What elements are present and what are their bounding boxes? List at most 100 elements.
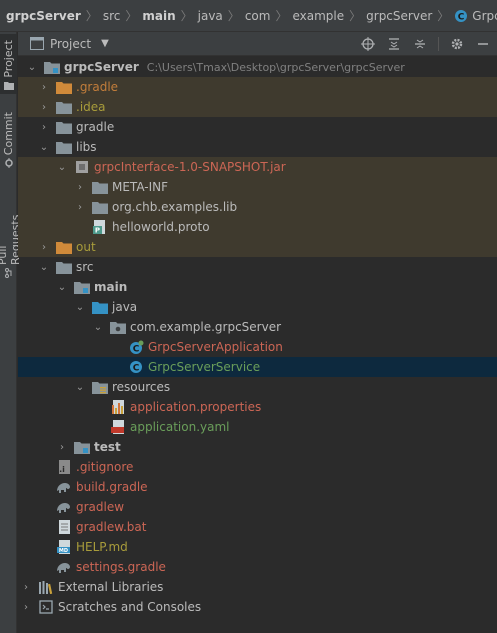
folder-icon	[56, 259, 72, 275]
chevron-right-icon[interactable]: ›	[60, 441, 64, 453]
tree-node-libs[interactable]: ⌄ libs	[18, 137, 497, 157]
tab-pull-requests[interactable]: Pull Requests	[0, 188, 22, 278]
breadcrumb-example[interactable]: example	[292, 8, 345, 23]
node-label: out	[76, 240, 96, 254]
chevron-right-icon: 〉	[349, 9, 362, 23]
tree-node-service-class[interactable]: C GrpcServerService	[18, 357, 497, 377]
breadcrumb-grpcserver[interactable]: grpcServer	[366, 8, 433, 23]
chevron-right-icon[interactable]: ›	[78, 201, 82, 213]
chevron-right-icon[interactable]: ›	[42, 121, 46, 133]
chevron-down-icon[interactable]: ⌄	[57, 281, 67, 293]
node-label: Scratches and Consoles	[58, 600, 202, 614]
tree-node-package[interactable]: ⌄ com.example.grpcServer	[18, 317, 497, 337]
proto-file-icon: P	[92, 219, 108, 235]
chevron-down-icon[interactable]: ⌄	[57, 161, 67, 173]
chevron-down-icon: ▼	[101, 38, 109, 49]
folder-icon	[92, 199, 108, 215]
folder-icon	[3, 81, 14, 90]
tab-commit[interactable]: Commit	[0, 108, 17, 178]
tree-node-properties[interactable]: application.properties	[18, 397, 497, 417]
tree-node-proto[interactable]: P helloworld.proto	[18, 217, 497, 237]
breadcrumb-src[interactable]: src	[102, 8, 121, 23]
tree-node-build-gradle[interactable]: build.gradle	[18, 477, 497, 497]
tree-node-gradlew[interactable]: gradlew	[18, 497, 497, 517]
toolbar-divider	[438, 37, 439, 51]
pull-request-icon	[4, 268, 11, 278]
gear-icon[interactable]	[449, 36, 465, 52]
tree-node-help[interactable]: MD HELP.md	[18, 537, 497, 557]
node-label: META-INF	[112, 180, 169, 194]
tree-node-src[interactable]: ⌄ src	[18, 257, 497, 277]
node-label: GrpcServerService	[148, 360, 261, 374]
chevron-right-icon[interactable]: ›	[24, 581, 28, 593]
node-label: HELP.md	[76, 540, 128, 554]
chevron-down-icon[interactable]: ⌄	[75, 301, 85, 313]
tree-node-settings-gradle[interactable]: settings.gradle	[18, 557, 497, 577]
collapse-all-icon[interactable]	[412, 36, 428, 52]
tree-node-root[interactable]: ⌄ grpcServer C:\Users\Tmax\Desktop\grpcS…	[18, 57, 497, 77]
tree-node-gradle-hidden[interactable]: › .gradle	[18, 77, 497, 97]
chevron-right-icon: 〉	[85, 9, 98, 23]
tree-node-app-class[interactable]: C GrpcServerApplication	[18, 337, 497, 357]
spring-class-icon: C	[128, 339, 144, 355]
chevron-right-icon[interactable]: ›	[78, 181, 82, 193]
jar-icon	[74, 159, 90, 175]
project-view-icon	[30, 37, 44, 50]
breadcrumb-project[interactable]: grpcServer	[6, 8, 81, 23]
node-label: com.example.grpcServer	[130, 320, 282, 334]
chevron-down-icon[interactable]: ⌄	[39, 261, 49, 273]
module-folder-icon	[44, 59, 60, 75]
tree-node-idea[interactable]: › .idea	[18, 97, 497, 117]
tree-node-meta-inf[interactable]: › META-INF	[18, 177, 497, 197]
tree-node-out[interactable]: › out	[18, 237, 497, 257]
tab-project-label: Project	[2, 40, 15, 78]
tree-node-java[interactable]: ⌄ java	[18, 297, 497, 317]
breadcrumb-com[interactable]: com	[244, 8, 271, 23]
svg-text:C: C	[132, 344, 139, 354]
chevron-down-icon[interactable]: ⌄	[27, 61, 37, 73]
tree-node-org-lib[interactable]: › org.chb.examples.lib	[18, 197, 497, 217]
minimize-icon[interactable]	[475, 36, 491, 52]
chevron-right-icon[interactable]: ›	[42, 241, 46, 253]
locate-icon[interactable]	[360, 36, 376, 52]
breadcrumb-service[interactable]: C GrpcServerService	[454, 9, 497, 23]
resources-folder-icon	[92, 379, 108, 395]
tree-node-external-libraries[interactable]: › External Libraries	[18, 577, 497, 597]
node-label: GrpcServerApplication	[148, 340, 283, 354]
folder-icon	[56, 79, 72, 95]
chevron-down-icon[interactable]: ⌄	[93, 321, 103, 333]
tree-node-scratches[interactable]: › Scratches and Consoles	[18, 597, 497, 617]
tree-node-gradlew-bat[interactable]: gradlew.bat	[18, 517, 497, 537]
module-folder-icon	[74, 279, 90, 295]
gradle-icon	[56, 499, 72, 515]
chevron-right-icon[interactable]: ›	[42, 101, 46, 113]
markdown-file-icon: MD	[56, 539, 72, 555]
node-label: org.chb.examples.lib	[112, 200, 238, 214]
tree-node-main[interactable]: ⌄ main	[18, 277, 497, 297]
expand-all-icon[interactable]	[386, 36, 402, 52]
breadcrumb-java[interactable]: java	[197, 8, 223, 23]
gradle-icon	[56, 479, 72, 495]
chevron-right-icon: 〉	[125, 9, 138, 23]
panel-title: Project	[50, 36, 92, 51]
chevron-right-icon[interactable]: ›	[42, 81, 46, 93]
view-selector[interactable]: Project ▼	[18, 37, 109, 51]
tree-node-jar[interactable]: ⌄ grpcInterface-1.0-SNAPSHOT.jar	[18, 157, 497, 177]
tree-node-gitignore[interactable]: .i .gitignore	[18, 457, 497, 477]
node-label: helloworld.proto	[112, 220, 210, 234]
breadcrumb-main[interactable]: main	[142, 8, 176, 23]
chevron-down-icon[interactable]: ⌄	[75, 381, 85, 393]
svg-text:MD: MD	[59, 548, 68, 554]
node-label: application.yaml	[130, 420, 230, 434]
chevron-down-icon[interactable]: ⌄	[39, 141, 49, 153]
node-label: libs	[76, 140, 97, 154]
tree-node-yaml[interactable]: application.yaml	[18, 417, 497, 437]
tab-project[interactable]: Project	[0, 34, 17, 94]
package-icon	[110, 319, 126, 335]
scratches-icon	[38, 599, 54, 615]
tree-node-resources[interactable]: ⌄ resources	[18, 377, 497, 397]
chevron-right-icon[interactable]: ›	[24, 601, 28, 613]
tree-node-gradle[interactable]: › gradle	[18, 117, 497, 137]
tree-node-test[interactable]: › test	[18, 437, 497, 457]
root-name: grpcServer	[64, 60, 139, 74]
